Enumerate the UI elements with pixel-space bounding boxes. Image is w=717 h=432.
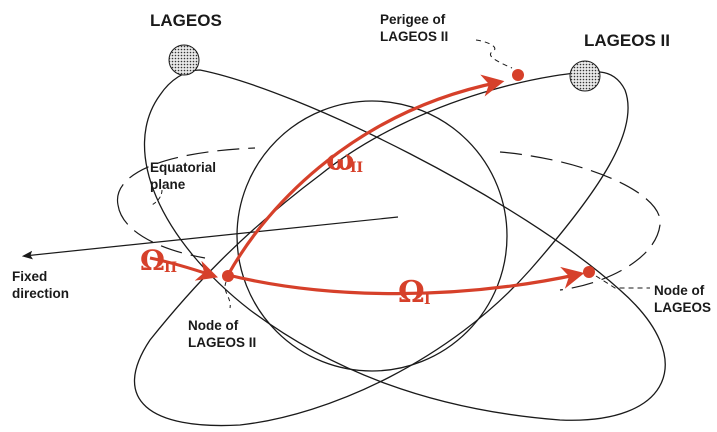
omega-cap-2-arc — [149, 256, 218, 281]
node-lageos-label-line1: Node of — [654, 283, 705, 298]
omega-cap-1-symbol: Ω — [398, 275, 425, 310]
earth-sphere — [236, 100, 508, 372]
omega-small-subscript: II — [350, 160, 363, 176]
fixed-direction-label-line1: Fixed — [12, 269, 47, 284]
lageos-satellite — [168, 44, 200, 76]
perigee-lageos2-dot — [512, 69, 524, 81]
equatorial-plane — [116, 147, 661, 291]
perigee-label-line1: Perigee of — [380, 12, 446, 27]
lageos-label: LAGEOS — [150, 11, 222, 30]
lageos2-orbit — [133, 71, 629, 427]
equatorial-plane-front — [117, 204, 206, 259]
omega-cap-2-symbol: Ω — [140, 244, 165, 277]
omega-small-arc — [226, 74, 505, 276]
node-lageos-label-line2: LAGEOS — [654, 300, 711, 315]
omega-cap-1-subscript: I — [424, 292, 431, 308]
node-lageos2-dot — [222, 270, 234, 282]
lageos-orbit — [144, 69, 666, 421]
fixed-direction-arrow — [21, 216, 399, 260]
omega-cap-1-arc — [227, 266, 585, 296]
lageos2-satellite — [569, 60, 601, 92]
omega-small-symbol: ω — [326, 143, 355, 178]
lageos2-label: LAGEOS II — [584, 31, 670, 50]
omega-cap-2-subscript: II — [164, 260, 177, 276]
node-lageos-leader — [595, 275, 650, 289]
perigee-leader — [475, 39, 513, 69]
node-lageos2-label-line2: LAGEOS II — [188, 335, 256, 350]
node-lageos2-label-line1: Node of — [188, 318, 239, 333]
node-lageos-dot — [583, 266, 595, 278]
equatorial-label-line2: plane — [150, 177, 186, 192]
node-lageos2-leader — [224, 281, 231, 309]
equatorial-leader — [149, 189, 163, 207]
fixed-direction-label-line2: direction — [12, 286, 69, 301]
perigee-label-line2: LAGEOS II — [380, 29, 448, 44]
equatorial-label-line1: Equatorial — [150, 160, 216, 175]
